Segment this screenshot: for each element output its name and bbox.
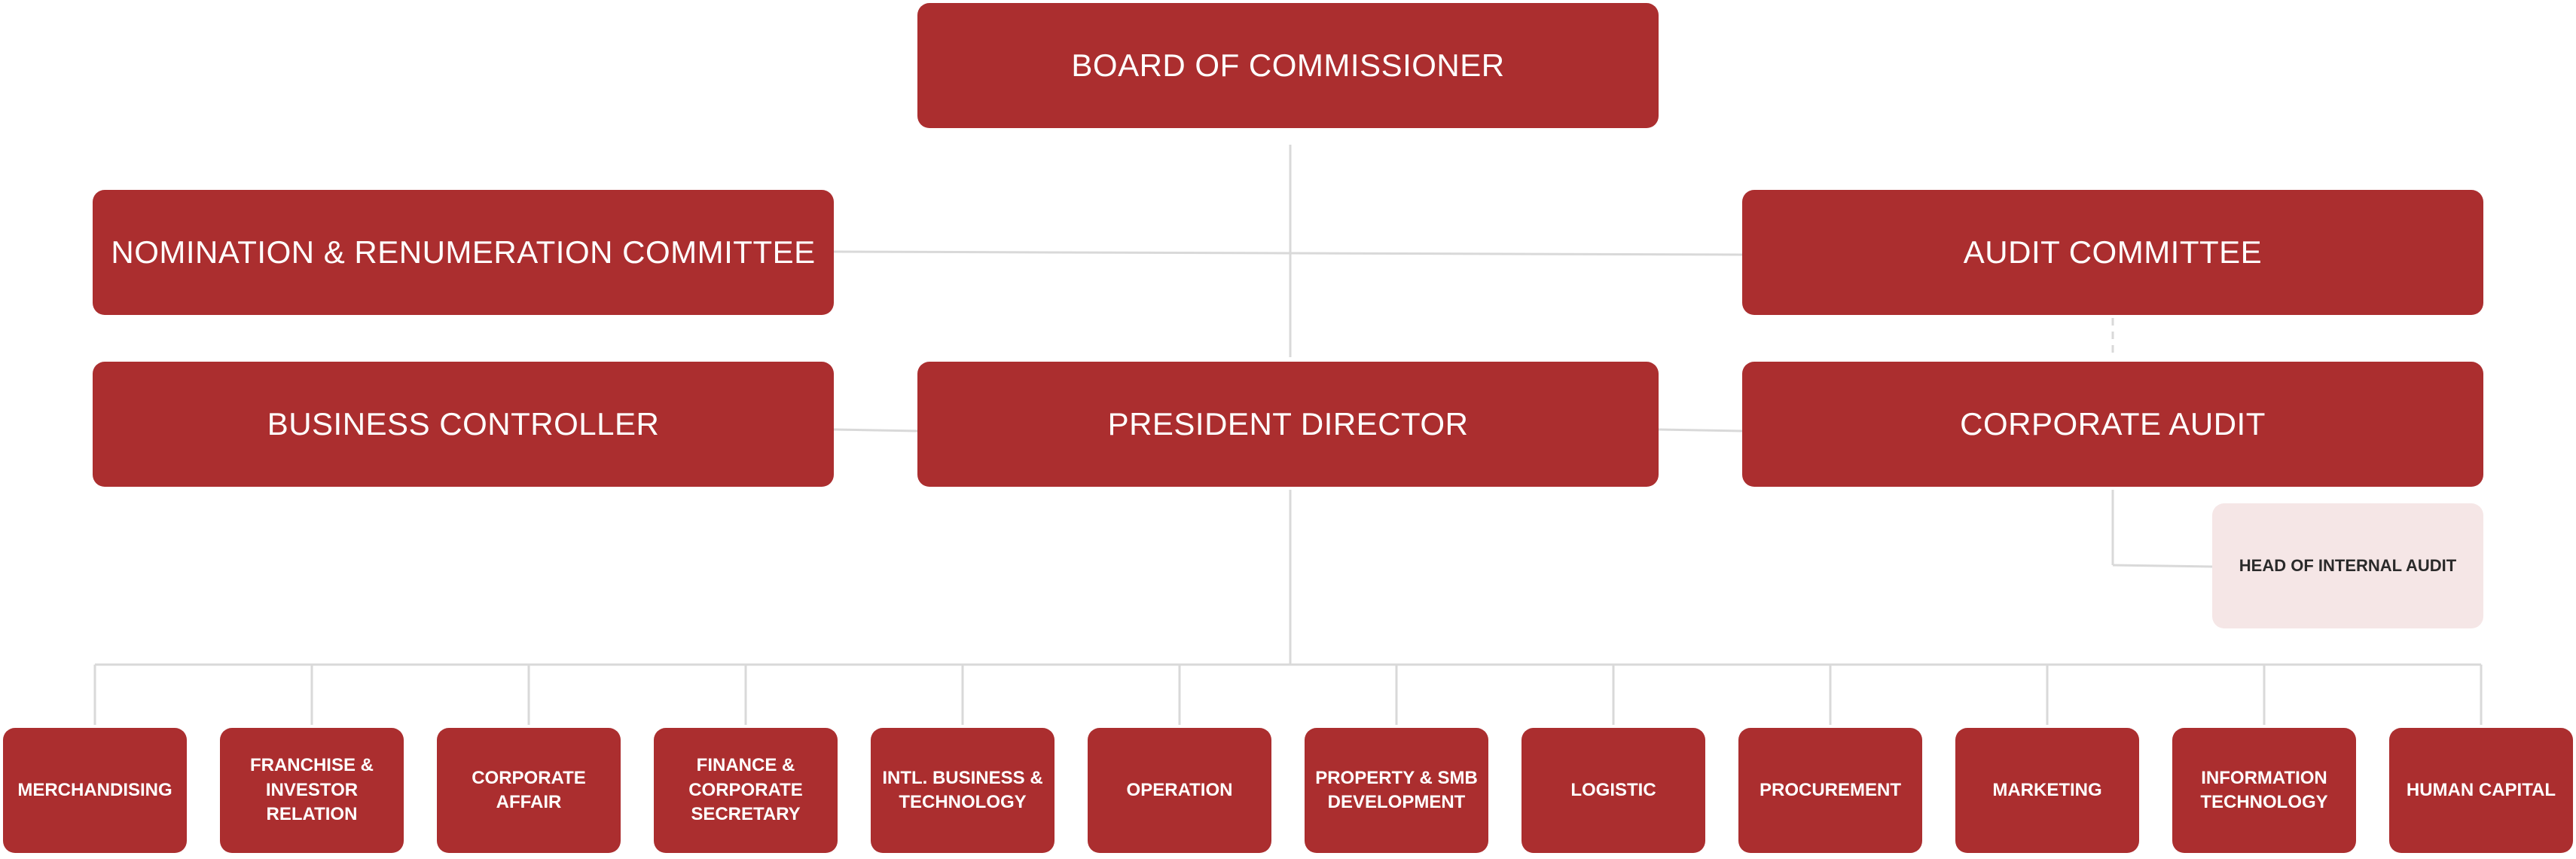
department-label: OPERATION bbox=[1126, 779, 1233, 800]
department-label: FRANCHISE & INVESTOR RELATION bbox=[249, 755, 374, 825]
department-box: PROCUREMENT bbox=[1738, 728, 1922, 853]
department-label: LOGISTIC bbox=[1570, 779, 1656, 800]
business-controller-label: BUSINESS CONTROLLER bbox=[267, 406, 660, 442]
department-label: CORPORATE AFFAIR bbox=[472, 767, 586, 812]
connector-corporate-audit bbox=[1658, 428, 1743, 433]
department-label: PROCUREMENT bbox=[1759, 779, 1901, 800]
audit-committee-label: AUDIT COMMITTEE bbox=[1963, 234, 2263, 270]
department-box: FRANCHISE & INVESTOR RELATION bbox=[220, 728, 404, 853]
connector-business-controller bbox=[833, 428, 918, 433]
department-label: INTL. BUSINESS & TECHNOLOGY bbox=[882, 767, 1043, 812]
connector-committees bbox=[833, 250, 1743, 256]
department-label: HUMAN CAPITAL bbox=[2406, 779, 2556, 800]
business-controller-box: BUSINESS CONTROLLER bbox=[93, 362, 834, 487]
department-box: MERCHANDISING bbox=[3, 728, 187, 853]
department-box: OPERATION bbox=[1088, 728, 1271, 853]
department-box: FINANCE & CORPORATE SECRETARY bbox=[654, 728, 838, 853]
connector-head-internal-audit bbox=[2112, 564, 2213, 568]
corporate-audit-label: CORPORATE AUDIT bbox=[1960, 406, 2266, 442]
department-label: PROPERTY & SMB DEVELOPMENT bbox=[1315, 767, 1478, 812]
department-box: HUMAN CAPITAL bbox=[2389, 728, 2573, 853]
department-box: MARKETING bbox=[1955, 728, 2139, 853]
department-box: PROPERTY & SMB DEVELOPMENT bbox=[1305, 728, 1488, 853]
department-label: MERCHANDISING bbox=[17, 779, 172, 800]
board-of-commissioner-box: BOARD OF COMMISSIONER bbox=[917, 3, 1659, 128]
head-of-internal-audit-label: HEAD OF INTERNAL AUDIT bbox=[2239, 556, 2457, 575]
department-box: LOGISTIC bbox=[1521, 728, 1705, 853]
department-box: CORPORATE AFFAIR bbox=[437, 728, 621, 853]
president-director-box: PRESIDENT DIRECTOR bbox=[917, 362, 1659, 487]
corporate-audit-box: CORPORATE AUDIT bbox=[1742, 362, 2483, 487]
department-box: INTL. BUSINESS & TECHNOLOGY bbox=[871, 728, 1055, 853]
department-label: MARKETING bbox=[1992, 779, 2102, 800]
audit-committee-box: AUDIT COMMITTEE bbox=[1742, 190, 2483, 315]
board-of-commissioner-label: BOARD OF COMMISSIONER bbox=[1071, 47, 1505, 83]
department-label: INFORMATION TECHNOLOGY bbox=[2200, 767, 2328, 812]
nomination-committee-box: NOMINATION & RENUMERATION COMMITTEE bbox=[93, 190, 834, 315]
nomination-committee-label: NOMINATION & RENUMERATION COMMITTEE bbox=[111, 234, 816, 270]
president-director-label: PRESIDENT DIRECTOR bbox=[1107, 406, 1469, 442]
department-label: FINANCE & CORPORATE SECRETARY bbox=[688, 755, 803, 825]
head-of-internal-audit-box: HEAD OF INTERNAL AUDIT bbox=[2212, 503, 2483, 628]
department-box: INFORMATION TECHNOLOGY bbox=[2172, 728, 2356, 853]
